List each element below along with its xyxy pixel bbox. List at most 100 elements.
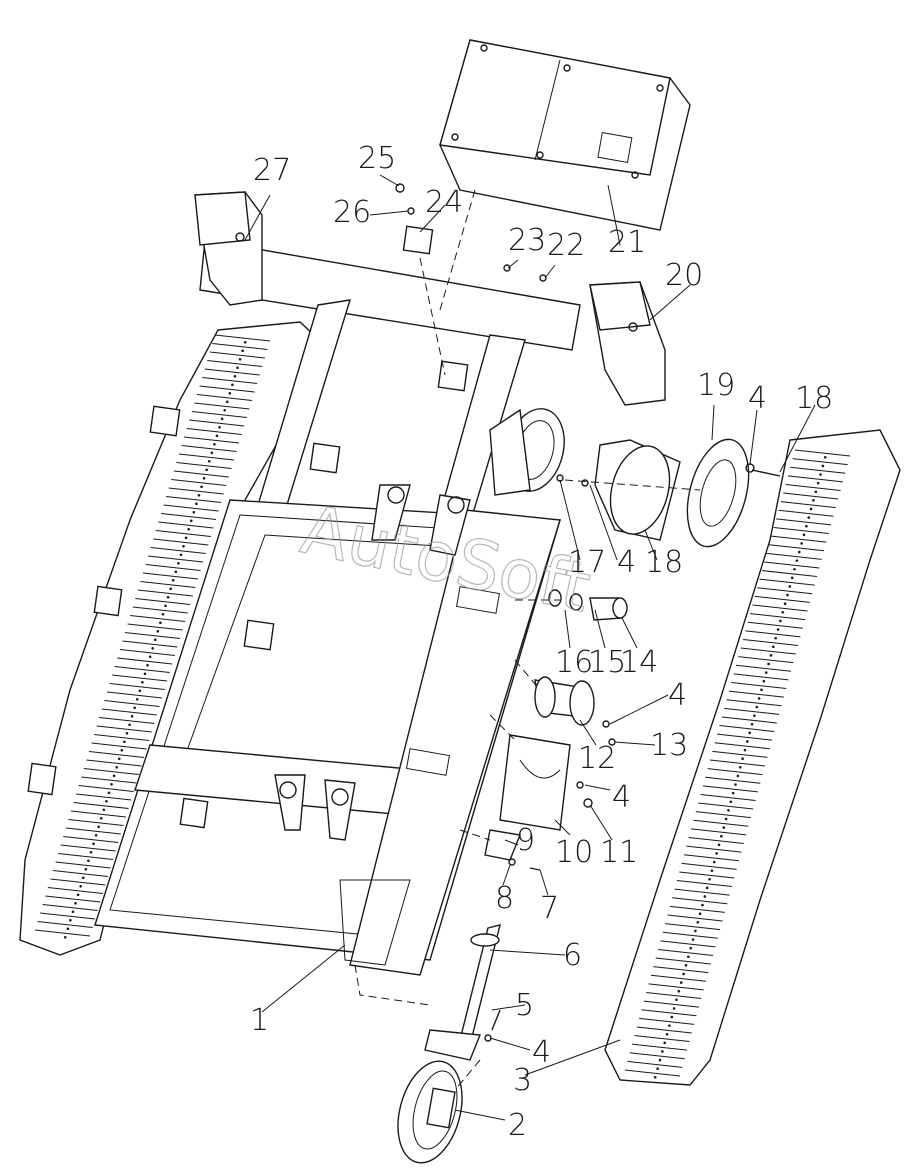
track-shoe-bolt [760, 688, 763, 692]
track-shoe-line [752, 604, 808, 612]
callout-2: 2 [508, 1108, 527, 1143]
track-shoe-bolt [182, 545, 185, 548]
track-shoe-line [153, 538, 209, 546]
callout-labels: 1 2 3 4 4 4 4 4 5 6 7 8 9 10 11 12 13 14… [250, 141, 833, 1143]
control-box [439, 39, 691, 231]
track-shoe-line [60, 844, 116, 852]
track-shoe-line [719, 725, 775, 733]
track-shoe-line [181, 445, 237, 452]
track-shoe-line [634, 1035, 690, 1043]
track-shoe-bolt [125, 732, 129, 735]
track-shoe-line [45, 895, 101, 903]
track-shoe-line [686, 845, 742, 853]
track-shoe-bolt [658, 1058, 662, 1062]
track-shoe-bolt [734, 783, 737, 786]
track-shoe-bolt [805, 524, 808, 528]
track-shoe-bolt [729, 800, 733, 804]
track-shoe-line [629, 1052, 685, 1060]
track-shoe-bolt [814, 490, 818, 494]
track-shoe-line [34, 929, 91, 937]
track-shoe-bolt [661, 1050, 664, 1053]
track-shoe-bolt [748, 731, 751, 735]
track-shoe-line [743, 638, 799, 646]
track-shoe-line [207, 360, 263, 367]
callout-5: 5 [515, 988, 534, 1023]
track-shoe-line [754, 595, 810, 603]
callout-18-bolt: 18 [795, 381, 833, 416]
callout-21: 21 [608, 225, 646, 260]
track-shoe-bolt [76, 893, 80, 897]
callout-26: 26 [333, 195, 371, 230]
track-shoe-bolt [790, 576, 794, 580]
track-shoe-bolt [738, 766, 742, 769]
roller-bracket [499, 734, 593, 831]
track-shoe-bolt [92, 842, 95, 846]
track-shoe-bolt [703, 895, 707, 898]
track-shoe-line [669, 905, 725, 913]
track-shoe-bolt [99, 817, 103, 820]
track-shoe-bolt [164, 604, 167, 608]
track-shoe-bolt [148, 655, 152, 659]
track-shoe-line [688, 837, 744, 844]
track-shoe-line [790, 466, 846, 474]
track-shoe-line [158, 521, 214, 529]
track-shoe-line [731, 682, 787, 689]
track-shoe-line [122, 640, 178, 648]
right-rear-motor-box [589, 281, 666, 406]
track-shoe-bolt [663, 1041, 666, 1045]
callout-4-sprocket: 4 [748, 381, 767, 416]
track-shoe-line [705, 776, 761, 784]
track-shoe-line [648, 983, 704, 991]
track-shoe-line [135, 598, 191, 605]
track-shoe-line [142, 572, 199, 580]
left-rear-motor-box [194, 191, 263, 306]
track-shoe-line [68, 819, 124, 826]
track-shoe-bolt [675, 998, 678, 1002]
track-shoe-bolt [112, 774, 116, 778]
track-shoe-line [47, 887, 103, 894]
track-shoe-bolt [750, 722, 754, 726]
track-shoe-bolt [161, 613, 165, 616]
track-shoe-bolt [786, 593, 789, 597]
track-shoe-line [728, 690, 784, 698]
track-shoe-line [787, 475, 843, 483]
track-shoe-bolt [81, 876, 85, 880]
right-track [604, 429, 901, 1086]
track-shoe-line [691, 828, 747, 836]
callout-8: 8 [495, 881, 514, 916]
track-shoe-line [94, 734, 150, 741]
track-shoe-line [672, 897, 728, 905]
track-shoe-bolt [802, 533, 806, 537]
track-shoe-bolt [205, 468, 208, 472]
track-shoe-bolt [783, 602, 787, 605]
callout-27: 27 [253, 153, 291, 188]
track-shoe-line [37, 921, 93, 928]
track-shoe-line [160, 513, 217, 520]
track-shoe-bolt [727, 809, 730, 812]
track-shoe-line [127, 623, 183, 631]
track-shoe-bolt [117, 757, 121, 761]
track-shoe-bolt [696, 921, 700, 924]
track-shoe-bolt [69, 919, 72, 922]
track-shoe-bolt [66, 927, 70, 931]
track-shoe-bolt [764, 671, 768, 674]
track-shoe-line [693, 819, 749, 827]
callout-4-motor: 4 [617, 545, 636, 580]
track-shoe-line [702, 785, 758, 793]
track-shoe-bolt [767, 662, 770, 666]
track-shoe-line [55, 861, 111, 869]
track-shoe-line [76, 793, 132, 801]
track-shoe-line [166, 496, 222, 503]
callout-14: 14 [620, 645, 658, 680]
track-shoe-bolt [705, 886, 709, 890]
track-shoe-bolt [195, 502, 198, 506]
track-roller [534, 676, 616, 746]
callout-10: 10 [555, 835, 593, 870]
track-shoe-line [78, 785, 134, 792]
bolt-25 [395, 183, 405, 193]
track-shoe-line [662, 931, 718, 939]
track-shoe-line [771, 535, 827, 543]
track-shoe-line [759, 578, 815, 586]
callout-6: 6 [563, 938, 582, 973]
